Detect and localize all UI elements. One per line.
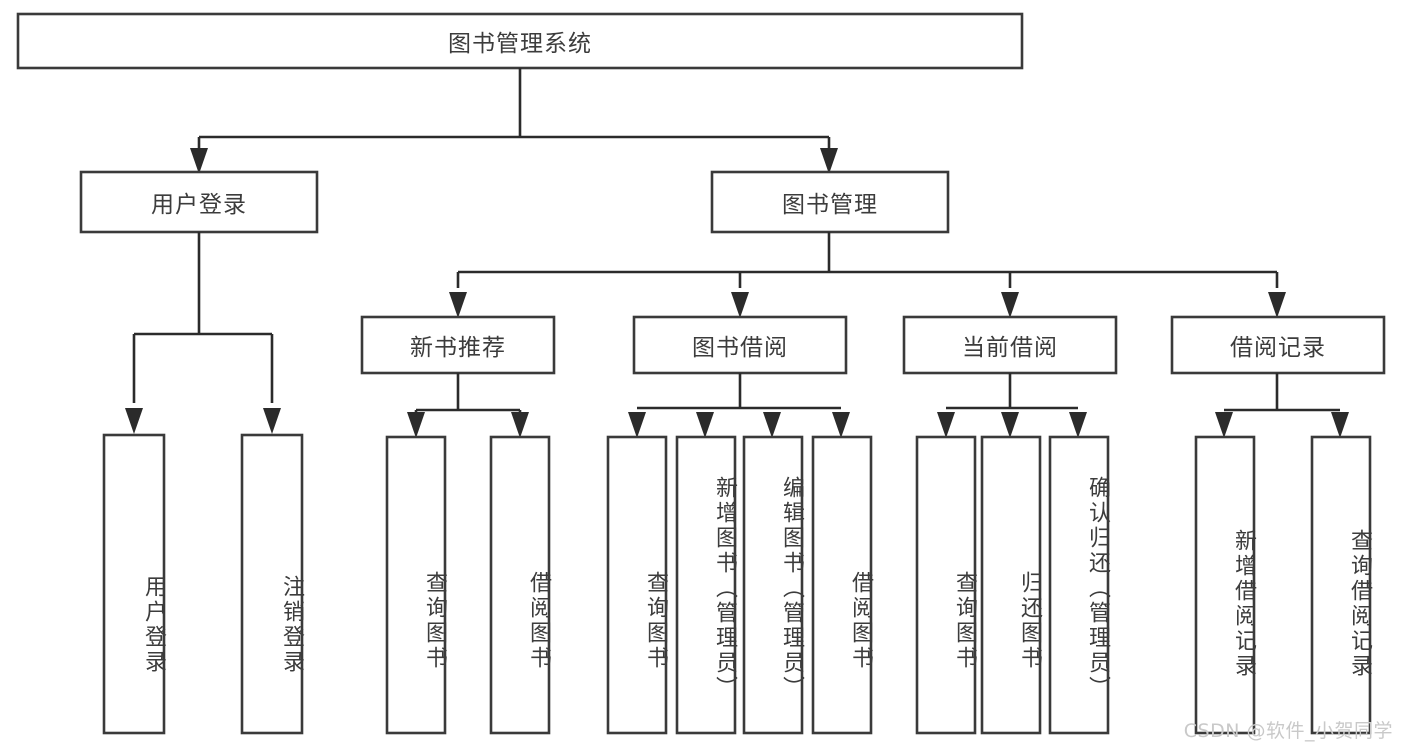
- arrowhead-book-manage: [820, 148, 838, 174]
- arrowhead-borrow-record: [1268, 292, 1286, 318]
- arrowhead-leaf-borrow-book-2: [832, 412, 850, 438]
- arrowhead-leaf-query-book-2: [628, 412, 646, 438]
- node-leaf-confirm-return-box[interactable]: [1048, 435, 1110, 735]
- arrowhead-leaf-query-book-3: [937, 412, 955, 438]
- arrowhead-leaf-query-record: [1331, 412, 1349, 438]
- node-leaf-return-book-box[interactable]: [980, 435, 1042, 735]
- node-leaf-borrow-book-1-box[interactable]: [489, 435, 551, 735]
- node-leaf-query-book-1-box[interactable]: [385, 435, 447, 735]
- node-new-book-recommend-box[interactable]: [360, 315, 556, 375]
- arrowhead-leaf-logout-login: [263, 408, 281, 434]
- arrowhead-leaf-query-book-1: [407, 412, 425, 438]
- node-user-login-box[interactable]: [79, 170, 319, 234]
- arrowhead-leaf-edit-book: [763, 412, 781, 438]
- arrowhead-leaf-borrow-book-1: [511, 412, 529, 438]
- node-borrow-record-box[interactable]: [1170, 315, 1386, 375]
- arrowhead-book-borrow: [731, 292, 749, 318]
- node-leaf-user-login-box[interactable]: [102, 433, 166, 735]
- node-leaf-borrow-book-2-box[interactable]: [811, 435, 873, 735]
- node-leaf-add-record-box[interactable]: [1194, 435, 1256, 735]
- arrowhead-leaf-add-book: [696, 412, 714, 438]
- node-current-borrow-box[interactable]: [902, 315, 1118, 375]
- node-leaf-logout-login-box[interactable]: [240, 433, 304, 735]
- watermark-text: CSDN @软件_小贺同学: [1183, 720, 1393, 742]
- arrowhead-current-borrow: [1001, 292, 1019, 318]
- node-leaf-query-book-2-box[interactable]: [606, 435, 668, 735]
- node-root-box[interactable]: [16, 12, 1024, 70]
- node-leaf-query-record-box[interactable]: [1310, 435, 1372, 735]
- node-book-borrow-box[interactable]: [632, 315, 848, 375]
- node-leaf-edit-book-box[interactable]: [742, 435, 804, 735]
- node-book-manage-box[interactable]: [710, 170, 950, 234]
- arrowhead-leaf-add-record: [1215, 412, 1233, 438]
- node-leaf-add-book-box[interactable]: [675, 435, 737, 735]
- arrowhead-leaf-confirm-return: [1069, 412, 1087, 438]
- arrowhead-new-book-recommend: [449, 292, 467, 318]
- arrowhead-user-login: [190, 148, 208, 174]
- arrowhead-leaf-return-book: [1001, 412, 1019, 438]
- node-leaf-query-book-3-box[interactable]: [915, 435, 977, 735]
- arrowhead-leaf-user-login: [125, 408, 143, 434]
